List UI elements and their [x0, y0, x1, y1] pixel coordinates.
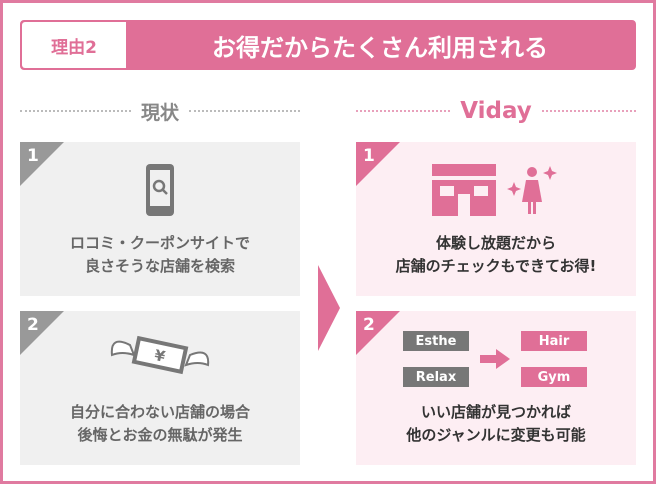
reason-tag: 理由2	[22, 22, 126, 68]
header-bar: 理由2 お得だからたくさん利用される	[20, 20, 636, 70]
current-step-2: 2 ¥ 自分に合わない店舗の場合後悔とお金の無駄が発生	[20, 311, 300, 465]
text-line: 後悔とお金の無駄が発生	[77, 426, 243, 444]
header-title: お得だからたくさん利用される	[212, 33, 548, 62]
text-line: 店舗のチェックもできてお得!	[395, 257, 597, 275]
step-number: 1	[363, 146, 375, 166]
section-current-label: 現状	[141, 101, 180, 124]
genre-chip-gym: Gym	[521, 367, 587, 387]
step-number: 2	[363, 315, 375, 335]
store-woman-sparkle-icon	[432, 164, 557, 216]
section-viday-label: Viday	[460, 98, 532, 124]
section-current: 現状	[20, 96, 301, 126]
step-number: 2	[27, 315, 39, 335]
text-line: 良さそうな店舗を検索	[84, 257, 235, 275]
viday-step-1: 1 体験し放題だから店舗のチェックもできてお得!	[356, 142, 636, 296]
step-number: 1	[27, 146, 39, 166]
yen-sign: ¥	[153, 346, 168, 366]
text-line: 体験し放題だから	[435, 234, 556, 252]
text-line: 自分に合わない店舗の場合	[69, 403, 250, 421]
genre-chip-relax: Relax	[403, 367, 469, 387]
section-viday: Viday	[356, 96, 636, 126]
arrow-right-icon	[318, 265, 340, 351]
flying-money-icon: ¥	[110, 335, 210, 375]
text-line: いい店舗が見つかれば	[420, 403, 571, 421]
genre-chip-hair: Hair	[521, 331, 587, 351]
genre-chip-esthe: Esthe	[403, 331, 469, 351]
current-step-1: 1 ロコミ・クーポンサイトで良さそうな店舗を検索	[20, 142, 300, 296]
text-line: 他のジャンルに変更も可能	[406, 426, 586, 444]
arrow-right-icon	[480, 349, 510, 369]
viday-step-2: 2 Esthe Relax Hair Gym いい店舗が見つかれば他のジャンルに…	[356, 311, 636, 465]
smartphone-search-icon	[146, 164, 174, 216]
text-line: ロコミ・クーポンサイトで	[69, 234, 250, 252]
